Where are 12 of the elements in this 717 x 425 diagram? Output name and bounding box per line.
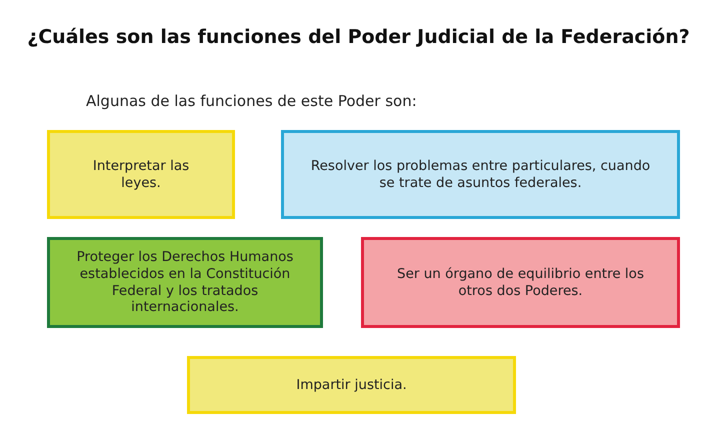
intro-text: Algunas de las funciones de este Poder son: <box>86 92 417 110</box>
box-text: Interpretar las leyes. <box>92 158 190 192</box>
text-box <box>361 237 680 328</box>
title: ¿Cuáles son las funciones del Poder Judicial de la Federación? <box>26 26 691 48</box>
box-text: Impartir justicia. <box>296 376 407 394</box>
text-box <box>47 130 235 219</box>
text-box <box>47 237 323 328</box>
box-text: Resolver los problemas entre particulares, cuando se trate de asuntos federales. <box>310 158 652 192</box>
text-box <box>281 130 680 219</box>
box-text: Ser un órgano de equilibrio entre los otros dos Poderes. <box>396 266 645 300</box>
text-box <box>187 356 516 414</box>
box-text: Proteger los Derechos Humanos establecidos en la Constitución Federal y los tratados internacionales. <box>76 248 294 316</box>
